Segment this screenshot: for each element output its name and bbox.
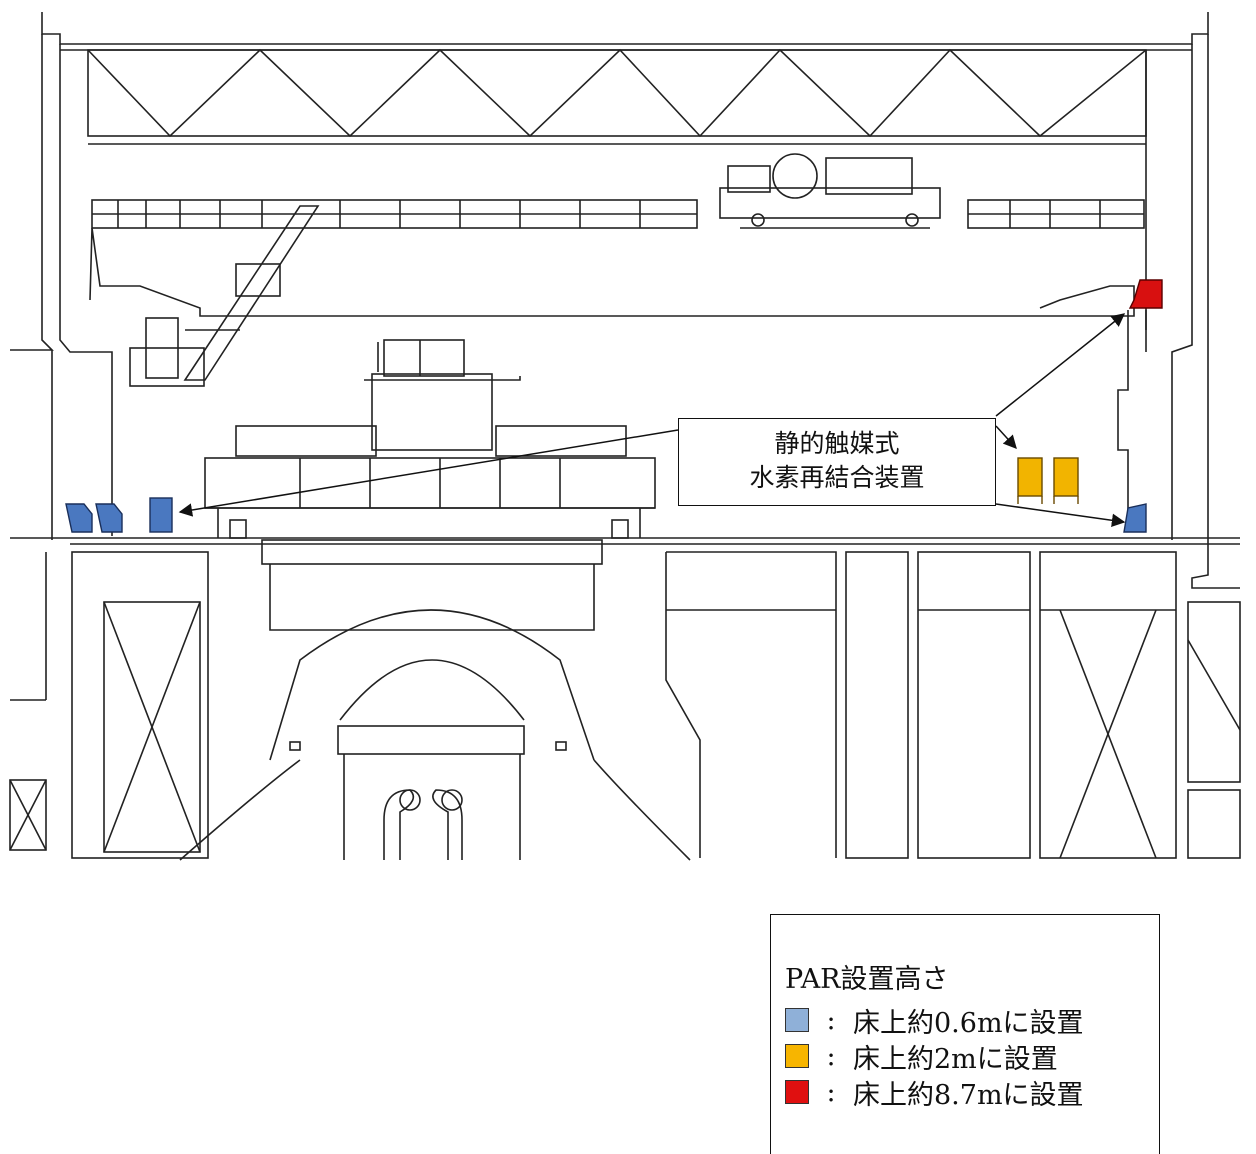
callout-arrows (178, 313, 1126, 527)
par-unit-blue (1123, 503, 1147, 533)
roof-truss (87, 48, 1147, 145)
roof-slab (41, 12, 1209, 45)
par-unit-yellow (1053, 457, 1079, 497)
crane-girder (89, 199, 1145, 317)
legend-item-2m: : 床上約2mに設置 (785, 1039, 1058, 1075)
legend-item-8-7m: : 床上約8.7mに設置 (785, 1075, 1084, 1111)
legend-swatch-yellow (785, 1044, 809, 1068)
callout-line-2: 水素再結合装置 (749, 463, 925, 492)
left-outer-wall (10, 34, 113, 540)
access-stair (129, 205, 320, 387)
left-storage-pit (9, 551, 209, 859)
refueling-machine (204, 339, 656, 539)
par-unit-blue (65, 503, 93, 533)
legend-label: 床上約8.7mに設置 (853, 1079, 1084, 1111)
operating-floor (10, 537, 1240, 545)
par-unit-yellow (1017, 457, 1043, 497)
par-unit-red (1128, 279, 1163, 309)
legend-item-0-6m: : 床上約0.6mに設置 (785, 1003, 1084, 1039)
legend-swatch-blue (785, 1008, 809, 1032)
callout-line-1: 静的触媒式 (774, 429, 900, 458)
spent-fuel-pool-section (665, 551, 1241, 859)
par-unit-blue (95, 503, 123, 533)
par-height-legend: PAR設置高さ : 床上約0.6mに設置 : 床上約2mに設置 : 床上約8.7… (770, 914, 1160, 1154)
reactor-building-section-drawing (9, 12, 1241, 861)
legend-label: 床上約2mに設置 (853, 1043, 1058, 1075)
legend-label: 床上約0.6mに設置 (853, 1007, 1084, 1039)
right-outer-wall (1145, 34, 1240, 589)
crane-trolley (719, 153, 941, 229)
par-callout-label: 静的触媒式 水素再結合装置 (678, 418, 996, 506)
par-units-8-7m-level (1128, 279, 1163, 309)
par-units-2m-level (1017, 457, 1079, 504)
par-unit-blue (149, 497, 173, 533)
reactor-well (179, 539, 691, 861)
legend-swatch-red (785, 1080, 809, 1104)
par-units-floor-level (65, 497, 1147, 533)
legend-title: PAR設置高さ (785, 964, 949, 995)
